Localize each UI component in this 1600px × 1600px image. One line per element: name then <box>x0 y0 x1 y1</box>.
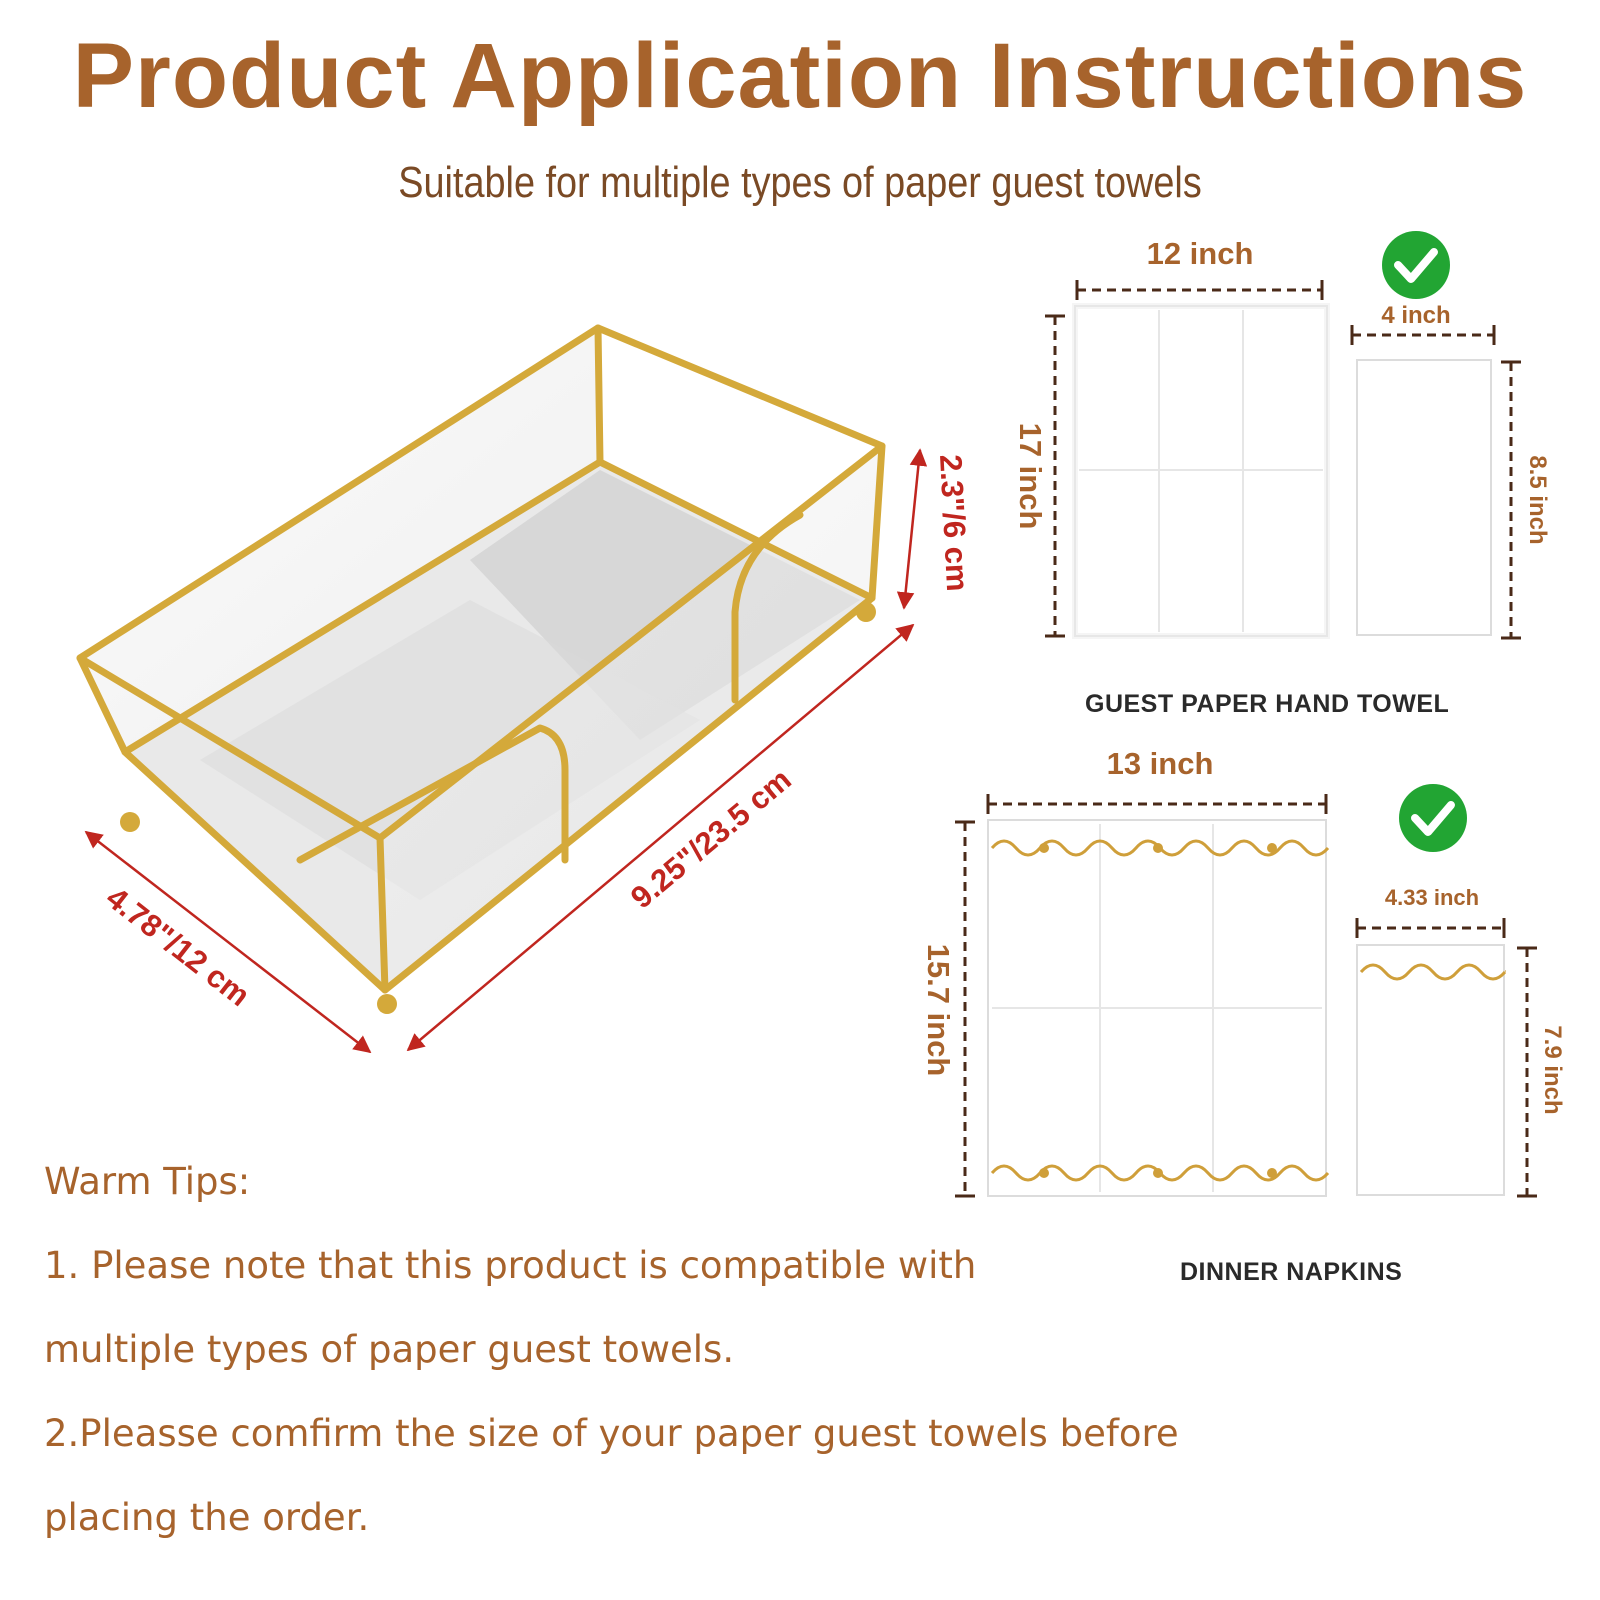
check-icon <box>1399 784 1467 852</box>
tip-line: 1. Please note that this product is comp… <box>44 1244 977 1287</box>
page-title: Product Application Instructions <box>72 25 1528 127</box>
warm-tips: Warm Tips: 1. Please note that this prod… <box>44 1140 1194 1560</box>
guest-towel-diagram: 12 inch 4 inch 17 inch 8.5 inch <box>1013 231 1551 640</box>
towel-width-label: 12 inch <box>1147 236 1254 271</box>
height-dimension-arrow <box>896 448 928 610</box>
tip-line: multiple types of paper guest towels. <box>44 1328 735 1371</box>
guest-towel-caption: GUEST PAPER HAND TOWEL <box>1085 690 1450 718</box>
napkin-width-label: 13 inch <box>1107 746 1214 781</box>
height-label: 2.3"/6 cm <box>933 454 975 593</box>
napkin-folded-width-label: 4.33 inch <box>1385 885 1479 910</box>
length-dimension-arrow <box>406 623 915 1052</box>
length-label: 9.25"/23.5 cm <box>624 762 798 916</box>
napkin-holder-image: 2.3"/6 cm 9.25"/23.5 cm 4.78"/12 cm <box>76 324 975 1054</box>
dinner-napkin-diagram: 13 inch 4.33 inch 15.7 inch 7.9 inch <box>921 746 1566 1198</box>
napkin-height-label: 15.7 inch <box>921 944 956 1077</box>
width-dimension-arrow <box>84 830 372 1054</box>
napkin-folded-height-label: 7.9 inch <box>1539 1025 1566 1114</box>
dinner-napkin-caption: DINNER NAPKINS <box>1180 1258 1403 1286</box>
tips-heading: Warm Tips: <box>44 1160 251 1203</box>
towel-height-label: 17 inch <box>1013 423 1048 530</box>
page-subtitle: Suitable for multiple types of paper gue… <box>398 158 1202 207</box>
tip-line: placing the order. <box>44 1496 370 1539</box>
towel-folded-height-label: 8.5 inch <box>1524 455 1551 544</box>
tip-line: 2.Pleasse comfirm the size of your paper… <box>44 1412 1179 1455</box>
folded-towel <box>1356 359 1492 636</box>
folded-napkin <box>1356 944 1505 1196</box>
check-icon <box>1382 231 1450 299</box>
towel-folded-width-label: 4 inch <box>1381 302 1450 329</box>
